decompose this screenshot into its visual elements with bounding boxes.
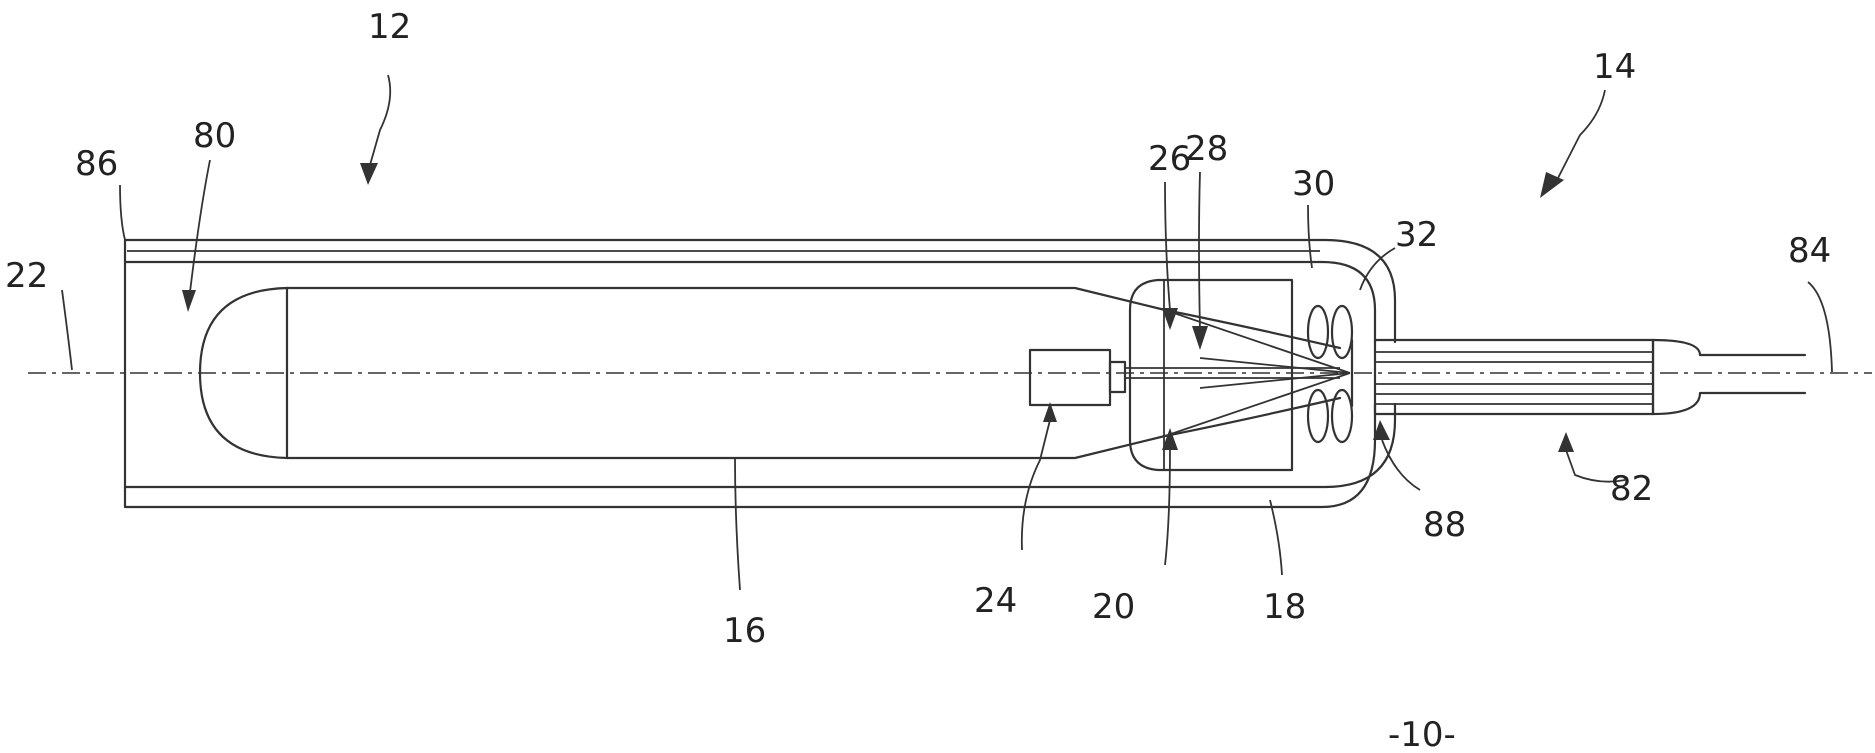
- label-20: 20: [1092, 587, 1135, 627]
- label-22: 22: [5, 256, 48, 296]
- label-88: 88: [1423, 505, 1466, 545]
- cathode-block: [1030, 350, 1340, 405]
- figure-number: -10-: [1388, 715, 1456, 753]
- label-82: 82: [1610, 469, 1653, 509]
- label-16: 16: [723, 611, 766, 651]
- label-84: 84: [1788, 231, 1831, 271]
- label-32: 32: [1395, 215, 1438, 255]
- label-86: 86: [75, 144, 118, 184]
- label-14: 14: [1593, 47, 1636, 87]
- leader-lines: [62, 75, 1832, 590]
- label-80: 80: [193, 116, 236, 156]
- output-tube: [1375, 340, 1805, 414]
- label-24: 24: [974, 581, 1017, 621]
- label-12: 12: [368, 7, 411, 47]
- label-30: 30: [1292, 164, 1335, 204]
- label-18: 18: [1263, 587, 1306, 627]
- label-28: 28: [1185, 129, 1228, 169]
